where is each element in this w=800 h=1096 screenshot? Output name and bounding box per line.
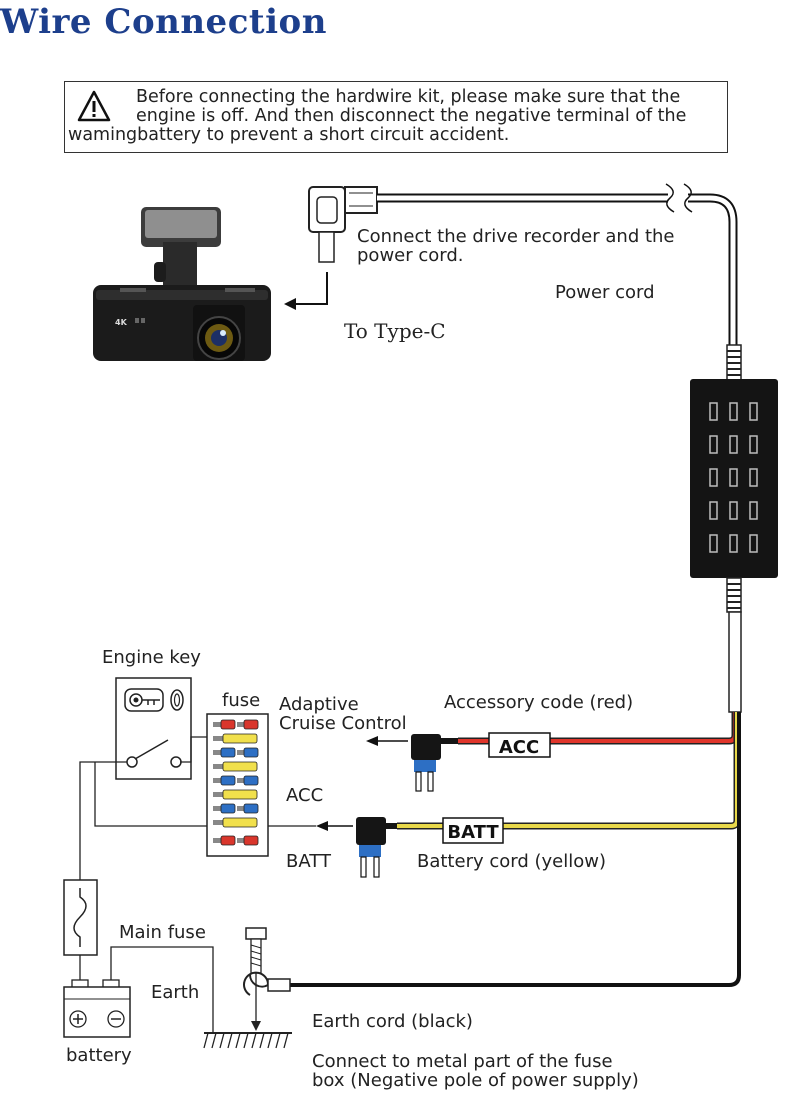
earth-cord-label: Earth cord (black) (312, 1011, 473, 1032)
warning-line-2: engine is off. And then disconnect the n… (136, 106, 687, 126)
engine-key-icon (115, 677, 192, 780)
adaptive-label-2: Cruise Control (279, 713, 407, 734)
fuse-row-5 (213, 775, 259, 786)
fuse-row-2 (213, 733, 258, 744)
connect-metal-label-1: Connect to metal part of the fuse (312, 1051, 613, 1072)
acc-tag-box (488, 732, 551, 758)
power-cord-label: Power cord (555, 282, 655, 303)
connect-metal-label-2: box (Negative pole of power supply) (312, 1070, 639, 1091)
batt-tag: BATT (447, 822, 499, 843)
acc-arrow-icon (366, 736, 408, 746)
arrow-to-type-c-icon (284, 272, 328, 310)
batt-fuse-tap-icon (356, 817, 397, 878)
acc-fuse-tap-icon (411, 734, 458, 792)
ground-symbol-icon (203, 1032, 292, 1049)
battery-icon (63, 979, 131, 1038)
batt-tag-box (442, 817, 504, 844)
output-cord (728, 611, 742, 713)
warning-triangle-icon (77, 90, 111, 122)
fuse-row-8 (213, 817, 258, 828)
dash-camera-icon: 4K (93, 207, 271, 361)
fuse-box (206, 713, 269, 857)
converter-box (690, 379, 778, 578)
to-type-c-label: To Type-C (344, 319, 446, 343)
fuse-row-4 (213, 761, 258, 772)
warning-line-1: Before connecting the hardwire kit, plea… (136, 87, 681, 107)
batt-label: BATT (286, 851, 331, 872)
accessory-code-label: Accessory code (red) (444, 692, 634, 713)
camera-4k-badge: 4K (115, 318, 128, 327)
strain-relief-top (726, 344, 742, 382)
fuse-row-1 (213, 719, 259, 730)
fuse-label: fuse (222, 690, 261, 711)
circuit-wires (79, 736, 316, 1033)
acc-tag: ACC (499, 737, 539, 758)
fuse-row-3 (213, 747, 259, 758)
warning-text: Before connecting the hardwire kit, plea… (65, 88, 725, 145)
earth-wire (290, 712, 741, 987)
ring-terminal-icon (243, 971, 291, 996)
battery-cord-label: Battery cord (yellow) (417, 851, 606, 872)
strain-relief-bottom (726, 577, 742, 613)
warning-line-3: wamingbattery to prevent a short circuit… (68, 125, 510, 145)
fuse-row-9 (213, 835, 259, 846)
batt-arrow-icon (316, 821, 353, 831)
type-c-connector-icon (308, 186, 378, 263)
fuse-row-7 (213, 803, 259, 814)
warning-box: Before connecting the hardwire kit, plea… (64, 81, 728, 153)
fuse-row-6 (213, 789, 258, 800)
power-cord-wire (377, 183, 738, 345)
battery-label: battery (66, 1045, 132, 1066)
connect-recorder-label-1: Connect the drive recorder and the (357, 226, 675, 247)
page-title: Wire Connection (0, 2, 327, 42)
adaptive-label-1: Adaptive (279, 694, 359, 715)
earth-label: Earth (151, 982, 200, 1003)
acc-label: ACC (286, 785, 324, 806)
engine-key-label: Engine key (102, 647, 201, 668)
ground-bolt-icon (245, 927, 267, 1031)
batt-wire (397, 712, 741, 830)
connect-recorder-label-2: power cord. (357, 245, 464, 266)
main-fuse-icon (63, 879, 98, 956)
main-fuse-label: Main fuse (119, 922, 206, 943)
